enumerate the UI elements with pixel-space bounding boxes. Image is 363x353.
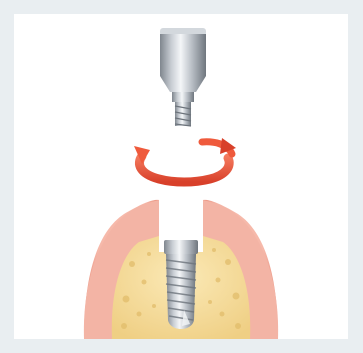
implant-diagram — [14, 14, 348, 339]
diagram-panel — [14, 14, 348, 339]
abutment — [160, 28, 206, 126]
implant-fixture — [164, 240, 198, 329]
rotation-arrow-icon — [134, 138, 236, 182]
